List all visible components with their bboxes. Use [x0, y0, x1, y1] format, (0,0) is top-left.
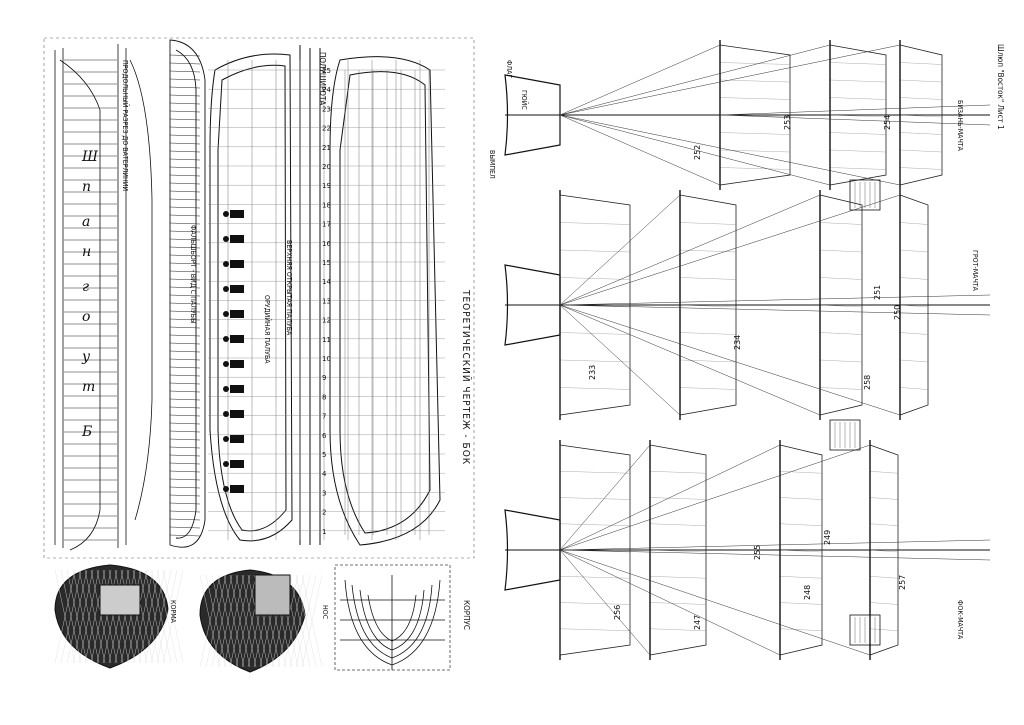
half-breadth-label: ПОЛУШИРОТА — [318, 52, 327, 106]
station-number: 13 — [322, 297, 331, 305]
hull-body-plan-side — [209, 45, 441, 546]
profile-script-letter: н — [82, 244, 92, 260]
detail-number: 258 — [863, 375, 872, 390]
station-number: 4 — [322, 470, 327, 478]
station-number: 22 — [322, 125, 331, 133]
detail-number: 248 — [803, 585, 812, 600]
detail-number: 256 — [613, 605, 622, 620]
detail-number: 252 — [693, 145, 702, 160]
longitudinal-section-view — [54, 44, 153, 551]
station-number: 23 — [322, 105, 331, 113]
profile-script-letter: Ш — [82, 149, 98, 165]
detail-number: 249 — [823, 530, 832, 545]
profile-script-letter: Б — [82, 424, 93, 440]
station-number: 14 — [322, 278, 331, 286]
cannon-row — [223, 210, 244, 493]
detail-number: 255 — [753, 545, 762, 560]
station-number: 16 — [322, 240, 331, 248]
grating-detail — [849, 614, 881, 646]
hull-label: КОРПУС — [462, 600, 471, 630]
stern-label-1: КОРМА — [169, 600, 177, 623]
fore-mast-label: ФОК-МАЧТА — [956, 600, 964, 640]
detail-number: 251 — [873, 285, 882, 300]
station-number: 10 — [322, 355, 331, 363]
grating-detail — [829, 419, 861, 451]
pennant-label: ВЫМПЕЛ — [488, 150, 496, 179]
theoretical-drawing-label: ТЕОРЕТИЧЕСКИЙ ЧЕРТЕЖ - БОК — [460, 290, 471, 466]
longitudinal-frame — [43, 37, 475, 559]
station-number: 7 — [322, 413, 326, 421]
stern-view-right — [199, 569, 323, 673]
mizzen-mast-label: БИЗАНЬ-МАЧТА — [956, 100, 964, 151]
station-number: 15 — [322, 259, 331, 267]
station-number: 1 — [322, 528, 326, 536]
bulwark-label: ФАЛЬШБОРТ - ВИД С ПАЛУБЫ — [189, 225, 197, 324]
grating-detail — [849, 179, 881, 211]
station-number: 5 — [322, 451, 326, 459]
station-number: 8 — [322, 393, 326, 401]
profile-script-letter: а — [82, 214, 91, 230]
station-number: 20 — [322, 163, 331, 171]
waterlines — [227, 60, 430, 540]
detail-number: 233 — [588, 365, 597, 380]
jack-label: ГЮЙС — [520, 90, 528, 110]
profile-script-letter: п — [82, 179, 92, 195]
profile-script-letter: т — [82, 379, 96, 395]
rigging-views: 233 234 247 248 249 250 251 252 253 254 255 256 257 2… — [504, 40, 991, 660]
profile-deck-lines — [64, 54, 201, 541]
longitudinal-section-label: ПРОДОЛЬНЫЙ РАЗРЕЗ ДО ВАТЕРЛИНИИ — [121, 60, 129, 192]
station-lines: 2524232221201918171615141312111098765432… — [208, 67, 445, 536]
station-number: 24 — [322, 86, 331, 94]
detail-number: 253 — [783, 115, 792, 130]
profile-script-letter: у — [82, 349, 91, 365]
detail-number: 254 — [883, 115, 892, 130]
detail-number: 250 — [893, 305, 902, 320]
station-number: 2 — [322, 509, 326, 517]
flag-label: ФЛАГ — [505, 60, 513, 79]
station-number: 17 — [322, 221, 331, 229]
bow-label: НОС — [321, 605, 329, 620]
station-number: 18 — [322, 201, 331, 209]
station-number: 11 — [322, 336, 331, 344]
detail-number: 247 — [693, 615, 702, 630]
station-number: 3 — [322, 489, 326, 497]
station-number: 19 — [322, 182, 331, 190]
station-number: 25 — [322, 67, 331, 75]
stern-view-left — [54, 564, 184, 669]
station-number: 9 — [322, 374, 326, 382]
gun-deck-label: ОРУДИЙНАЯ ПАЛУБА — [263, 295, 271, 364]
deck-plan-view — [169, 39, 206, 548]
detail-number: 234 — [733, 335, 742, 350]
station-number: 12 — [322, 317, 331, 325]
upper-deck-label: ВЕРХНЯЯ ОТКРЫТАЯ ПАЛУБА — [285, 240, 293, 336]
station-number: 6 — [322, 432, 327, 440]
main-mast-label: ГРОТ-МАЧТА — [971, 250, 979, 291]
profile-script-letter: г — [82, 279, 90, 295]
sheet-title: Шлюп "Восток" Лист 1 — [996, 44, 1005, 130]
station-number: 21 — [322, 144, 331, 152]
body-plan-view — [334, 564, 451, 671]
profile-script-letter: о — [82, 309, 91, 325]
detail-number: 257 — [898, 575, 907, 590]
